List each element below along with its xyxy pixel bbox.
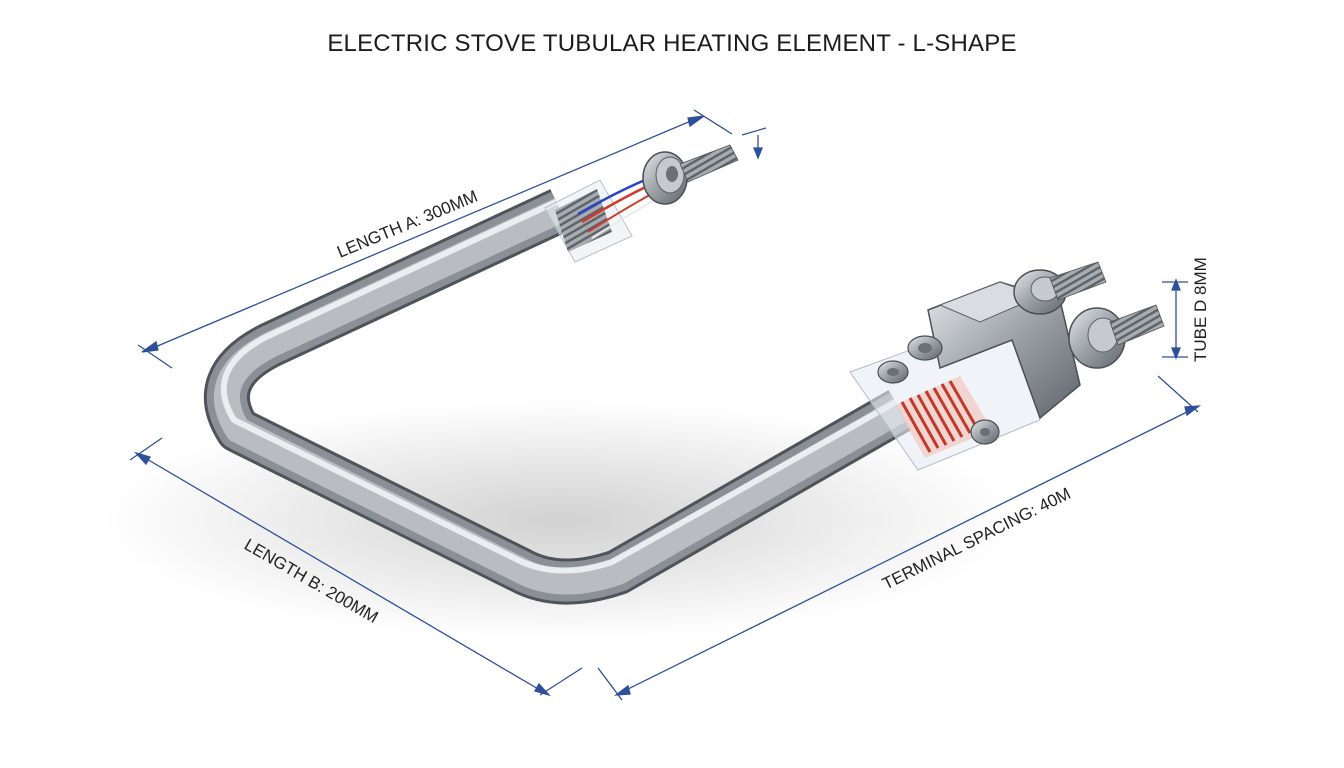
threaded-stud-icon [1049,261,1107,301]
dim-line-length-a [147,117,699,351]
diagram-title: ELECTRIC STOVE TUBULAR HEATING ELEMENT -… [327,30,1017,57]
threaded-stud-icon [679,144,739,183]
threaded-stud-icon [1109,304,1165,346]
tube-body [203,189,912,605]
top-terminal [544,144,739,263]
dim-line-length-b [139,454,546,694]
terminal-nut-icon [642,151,688,205]
dim-label-tube-diameter: TUBE D 8MM [1191,257,1210,362]
washer-icon [877,335,1000,445]
dim-line-terminal-spacing [619,407,1196,694]
bottom-terminal-block [849,261,1165,471]
dimension-lines [129,109,1202,701]
heating-coil-icon [895,376,992,458]
